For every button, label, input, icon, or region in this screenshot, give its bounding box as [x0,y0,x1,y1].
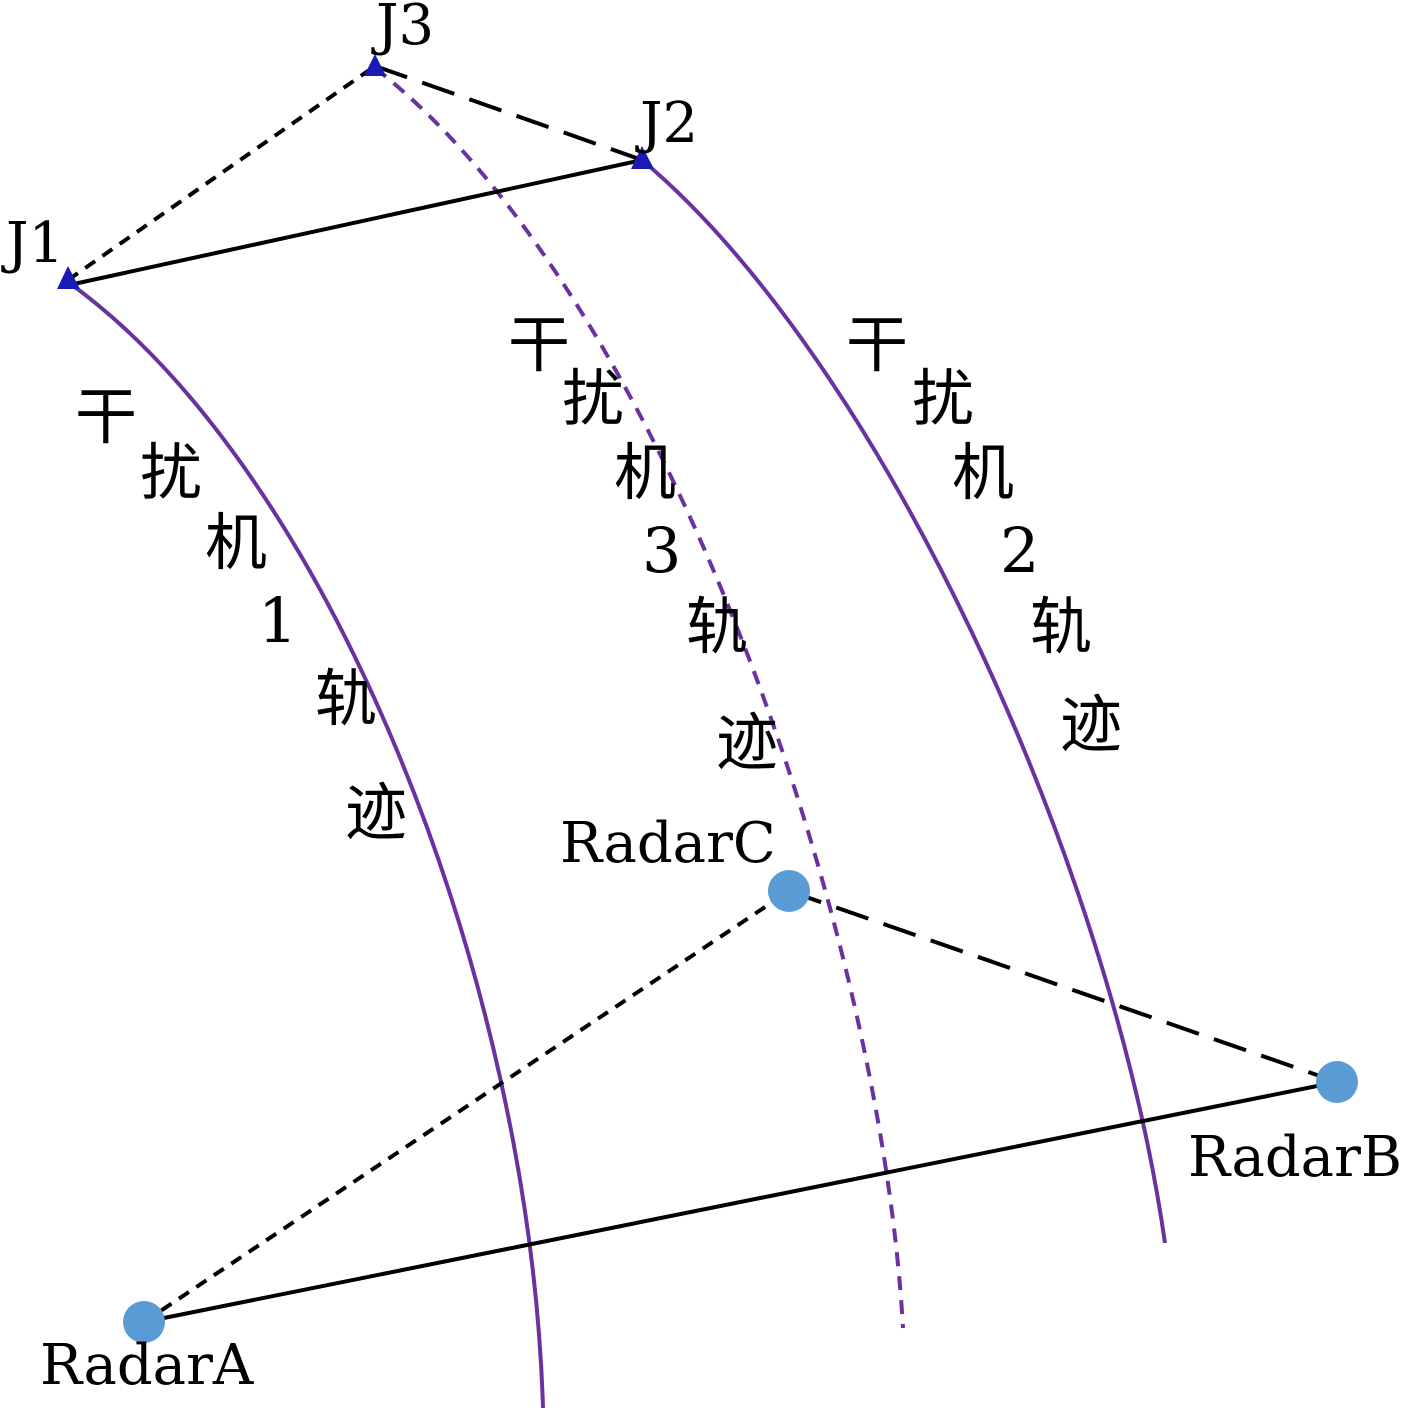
link-radar-a-b [143,1080,1338,1324]
radar-c-marker [768,870,810,912]
trajectory-1-label: 干 扰 机 1 轨 迹 [75,380,407,849]
radar-a-marker [123,1301,165,1343]
trajectory-3-char: 机 [614,436,676,509]
trajectory-1-char: 干 [75,380,137,453]
trajectory-3-char: 干 [508,308,570,381]
trajectory-2-char: 轨 [1030,590,1092,663]
link-j1-j3 [66,64,377,282]
jammer-j2-marker [631,146,654,169]
trajectory-3-char: 3 [642,514,681,587]
link-radar-c-b [788,889,1338,1084]
trajectory-3-char: 轨 [686,590,748,663]
trajectory-2-char: 干 [846,308,908,381]
jammer-j1-label: J1 [1,211,64,276]
trajectory-1-curve [66,280,545,1409]
trajectory-2-curve [640,158,1167,1244]
trajectory-1-char: 轨 [315,662,377,735]
trajectory-1-char: 扰 [140,436,202,509]
jammer-j2-label: J2 [635,91,698,156]
trajectory-3-label: 干 扰 机 3 轨 迹 [508,308,778,779]
trajectory-2-char: 2 [1000,514,1039,587]
trajectory-1-char: 1 [258,584,297,657]
jammer-j3-label: J3 [371,0,434,58]
link-j1-j2 [59,158,643,289]
radar-b-marker [1316,1061,1358,1103]
trajectory-1-char: 机 [205,506,267,579]
trajectory-1-char: 迹 [345,776,407,849]
radar-a-label: RadarA [40,1333,254,1398]
trajectory-3-char: 迹 [716,706,778,779]
trajectory-2-char: 机 [952,436,1014,509]
jammer-j1-marker [57,266,80,289]
trajectory-2-char: 迹 [1060,688,1122,761]
jammer-j3-marker [364,54,386,76]
link-j3-j2 [374,64,643,162]
link-radar-a-c [142,889,791,1324]
radar-b-label: RadarB [1188,1125,1402,1190]
radar-c-label: RadarC [560,811,776,876]
trajectory-2-label: 干 扰 机 2 轨 迹 [846,308,1122,761]
trajectory-3-curve [373,66,905,1329]
trajectory-2-char: 扰 [912,362,974,435]
trajectory-3-char: 扰 [562,362,624,435]
